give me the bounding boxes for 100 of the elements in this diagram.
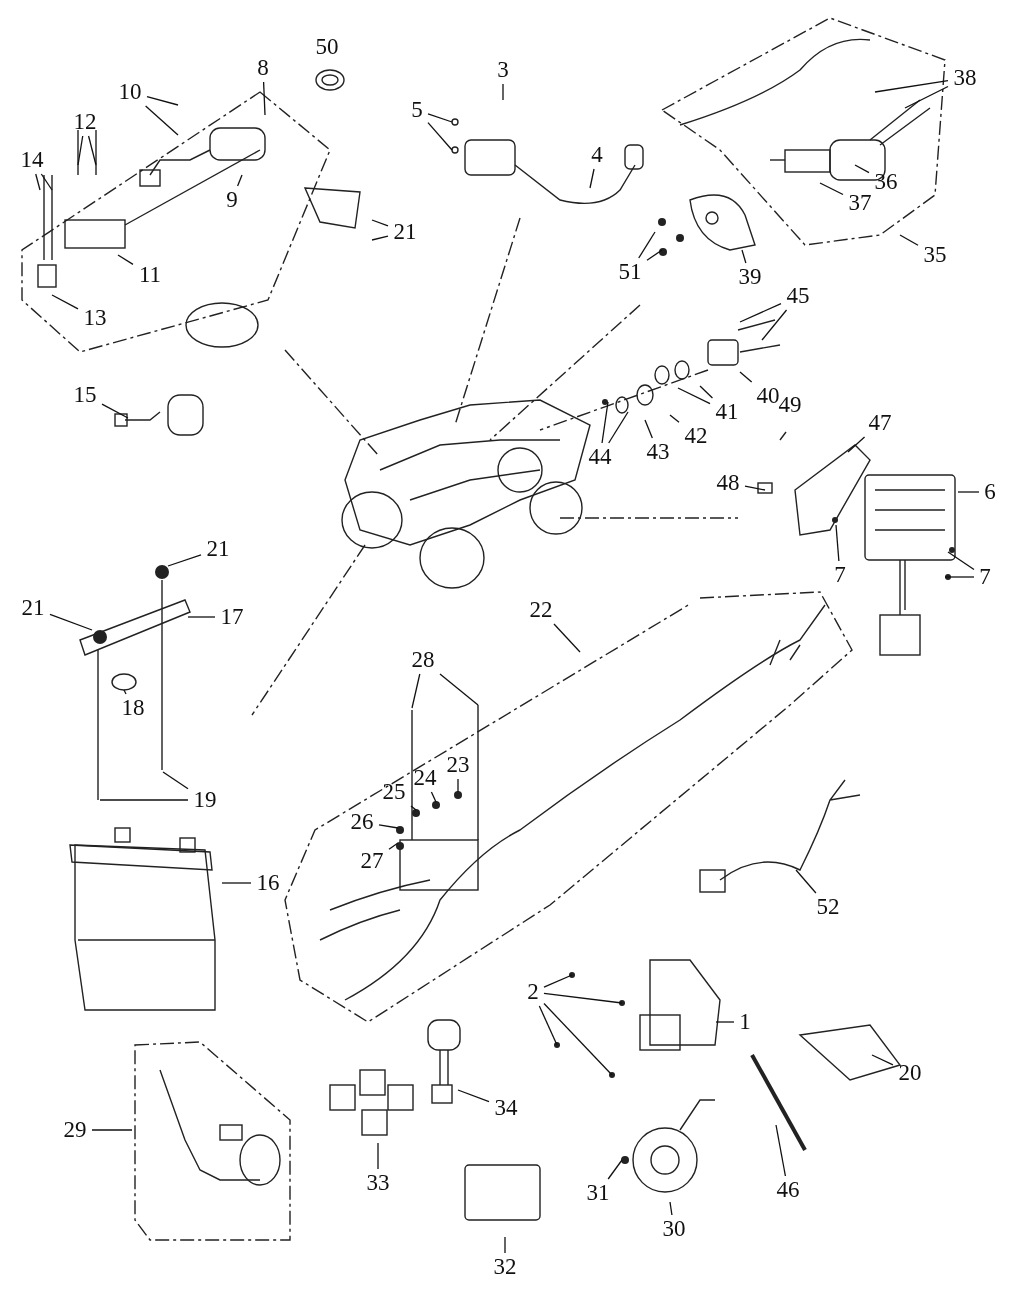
leader-line (874, 80, 949, 93)
callout-number: 5 (408, 97, 426, 123)
callout-number: 22 (526, 597, 556, 623)
callout-number: 48 (713, 470, 743, 496)
callout-number: 23 (443, 752, 473, 778)
leader-line (377, 1142, 379, 1170)
callout-number: 46 (773, 1177, 803, 1203)
leader-line (162, 771, 189, 790)
leader-line (543, 974, 573, 988)
leader-line (601, 401, 609, 444)
callout-number: 3 (494, 57, 512, 83)
leader-line (77, 135, 84, 166)
callout-number: 27 (357, 848, 387, 874)
leader-line (51, 294, 79, 310)
leader-line (847, 436, 866, 453)
leader-line (699, 385, 714, 399)
callout-number: 8 (254, 55, 272, 81)
callout-number: 29 (60, 1117, 90, 1143)
leader-line (40, 173, 53, 191)
leader-line (744, 485, 766, 491)
leader-line (101, 403, 129, 419)
leader-line (371, 235, 389, 241)
leader-line (504, 1236, 506, 1254)
callout-number: 10 (115, 79, 145, 105)
leader-line (543, 992, 623, 1004)
leader-line (669, 1201, 673, 1216)
leader-line (410, 805, 417, 811)
callout-number: 14 (17, 147, 47, 173)
leader-line (145, 105, 179, 136)
leader-line (944, 576, 975, 578)
leader-line (91, 1129, 133, 1131)
leader-line (146, 95, 179, 106)
leader-line (262, 81, 266, 116)
callout-number: 7 (831, 562, 849, 588)
leader-line (371, 219, 389, 227)
leader-line (221, 882, 252, 884)
leader-line (430, 791, 437, 803)
leader-line (795, 869, 817, 894)
callout-number: 35 (920, 242, 950, 268)
leader-line (775, 1124, 787, 1177)
callout-number: 21 (390, 219, 420, 245)
leader-line (644, 419, 653, 439)
callout-number: 42 (681, 423, 711, 449)
callout-number: 25 (379, 779, 409, 805)
leader-line (899, 234, 919, 246)
callout-number: 21 (203, 536, 233, 562)
callout-number: 1 (736, 1009, 754, 1035)
callout-number: 52 (813, 894, 843, 920)
leader-line (761, 309, 788, 341)
callout-number: 30 (659, 1216, 689, 1242)
callout-number: 28 (408, 647, 438, 673)
leader-line (871, 1054, 894, 1066)
callout-number: 11 (135, 262, 165, 288)
leader-line (87, 135, 97, 166)
callout-number: 31 (583, 1180, 613, 1206)
callout-number: 47 (865, 410, 895, 436)
leader-line (819, 182, 844, 196)
leader-line (123, 689, 127, 695)
callout-number: 44 (585, 444, 615, 470)
callout-number: 43 (643, 439, 673, 465)
leader-line (502, 83, 504, 101)
callout-number: 2 (524, 979, 542, 1005)
leader-line (669, 414, 680, 423)
leader-line (167, 554, 202, 567)
callout-number: 21 (18, 595, 48, 621)
callout-number: 18 (118, 695, 148, 721)
leader-line (117, 254, 134, 266)
leader-line (427, 121, 453, 151)
leader-line (607, 1159, 623, 1180)
callout-number: 33 (363, 1170, 393, 1196)
leader-line (638, 231, 656, 259)
leader-line (589, 168, 595, 189)
leader-line (715, 1021, 735, 1023)
leader-line (35, 173, 41, 191)
callout-number: 32 (490, 1254, 520, 1280)
callout-number: 7 (976, 564, 994, 590)
leader-line (741, 249, 747, 264)
callout-number: 9 (223, 187, 241, 213)
leader-line (957, 491, 980, 493)
leader-line (854, 164, 870, 174)
callout-number: 41 (712, 399, 742, 425)
callout-number: 15 (70, 382, 100, 408)
callout-number: 49 (778, 392, 803, 418)
callout-number: 4 (588, 142, 606, 168)
callout-number: 13 (80, 305, 110, 331)
leader-line (646, 249, 663, 261)
callout-number: 34 (491, 1095, 521, 1121)
callout-number: 16 (253, 870, 283, 896)
leader-line (538, 1005, 558, 1046)
leader-line (608, 411, 629, 444)
leader-line (739, 371, 753, 383)
callout-number: 24 (410, 765, 440, 791)
leader-line (543, 1002, 613, 1076)
callout-number: 19 (190, 787, 220, 813)
leader-line (187, 616, 216, 618)
callout-number: 12 (70, 109, 100, 135)
callout-number: 20 (895, 1060, 925, 1086)
leader-line (439, 673, 479, 706)
leader-line (553, 623, 581, 653)
callout-number: 50 (314, 34, 340, 60)
